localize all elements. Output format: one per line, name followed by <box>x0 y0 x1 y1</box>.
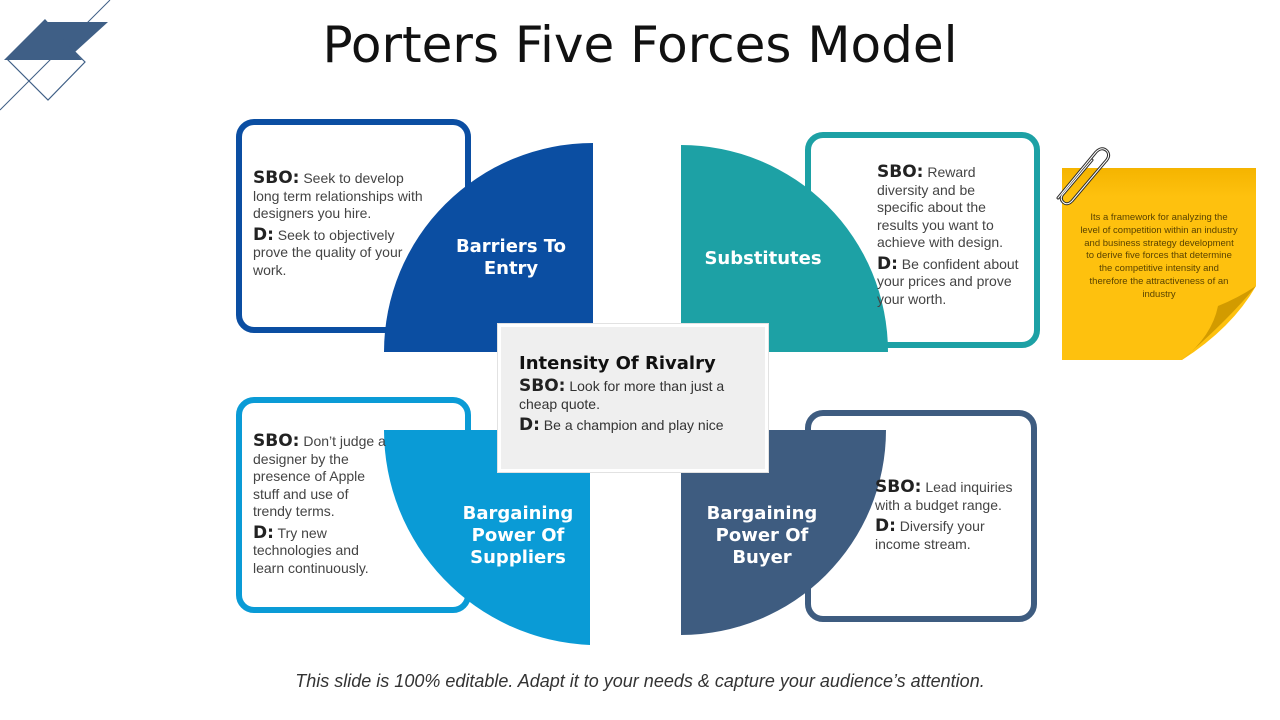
paperclip-icon <box>1056 147 1111 206</box>
barriers-d-label: D: <box>253 224 274 245</box>
suppliers-sbo-label: SBO: <box>253 431 300 451</box>
suppliers-d-label: D: <box>253 522 274 543</box>
substitutes-d-text: Be confident about your prices and prove… <box>877 255 1019 307</box>
suppliers-segment <box>383 430 590 645</box>
suppliers-text: SBO: Don’t judge a designer by the prese… <box>253 431 388 581</box>
substitutes-segment <box>681 145 888 352</box>
buyer-sbo-label: SBO: <box>875 477 922 497</box>
barriers-sbo-label: SBO: <box>253 168 300 188</box>
suppliers-label: Bargaining Power Of Suppliers <box>462 503 574 568</box>
sticky-note-text: Its a framework for analyzing the level … <box>1080 212 1238 300</box>
page-title: Porters Five Forces Model <box>322 16 958 74</box>
sticky-note <box>1062 168 1256 360</box>
rivalry-d-label: D: <box>519 415 540 435</box>
substitutes-sbo-label: SBO: <box>877 162 924 182</box>
substitutes-label: Substitutes <box>704 248 822 269</box>
substitutes-sbo-text: Reward diversity and be specific about t… <box>877 164 1004 250</box>
rivalry-content: Intensity Of Rivalry SBO: Look for more … <box>519 355 759 437</box>
footer-caption: This slide is 100% editable. Adapt it to… <box>295 671 985 691</box>
sticky-note-fold <box>1182 286 1256 360</box>
suppliers-sbo-text: Don’t judge a designer by the presence o… <box>253 433 386 519</box>
buyer-d-label: D: <box>875 516 896 536</box>
buyer-sbo-text: Lead inquiries with a budget range. <box>875 479 1013 513</box>
substitutes-text: SBO: Reward diversity and be specific ab… <box>877 162 1023 312</box>
buyer-text: SBO: Lead inquiries with a budget range.… <box>875 477 1025 557</box>
barriers-text: SBO: Seek to develop long term relations… <box>253 168 423 283</box>
barriers-d-text: Seek to objectively prove the quality of… <box>253 226 403 278</box>
rivalry-sbo-text: Look for more than just a cheap quote. <box>519 378 725 412</box>
buyer-segment <box>681 430 886 635</box>
buyer-d-text: Diversify your income stream. <box>875 518 985 552</box>
barriers-segment <box>384 143 593 352</box>
rivalry-title: Intensity Of Rivalry <box>519 353 716 374</box>
rivalry-box: Intensity Of Rivalry SBO: Look for more … <box>498 324 768 472</box>
rivalry-sbo-label: SBO: <box>519 376 566 396</box>
buyer-label: Bargaining Power Of Buyer <box>706 503 818 568</box>
substitutes-d-label: D: <box>877 253 898 274</box>
suppliers-d-text: Try new technologies and learn continuou… <box>253 524 369 576</box>
rivalry-d-text: Be a champion and play nice <box>539 417 724 433</box>
corner-decoration <box>0 0 111 111</box>
barriers-label: Barriers To Entry <box>455 236 567 279</box>
barriers-sbo-text: Seek to develop long term relationships … <box>253 170 423 221</box>
